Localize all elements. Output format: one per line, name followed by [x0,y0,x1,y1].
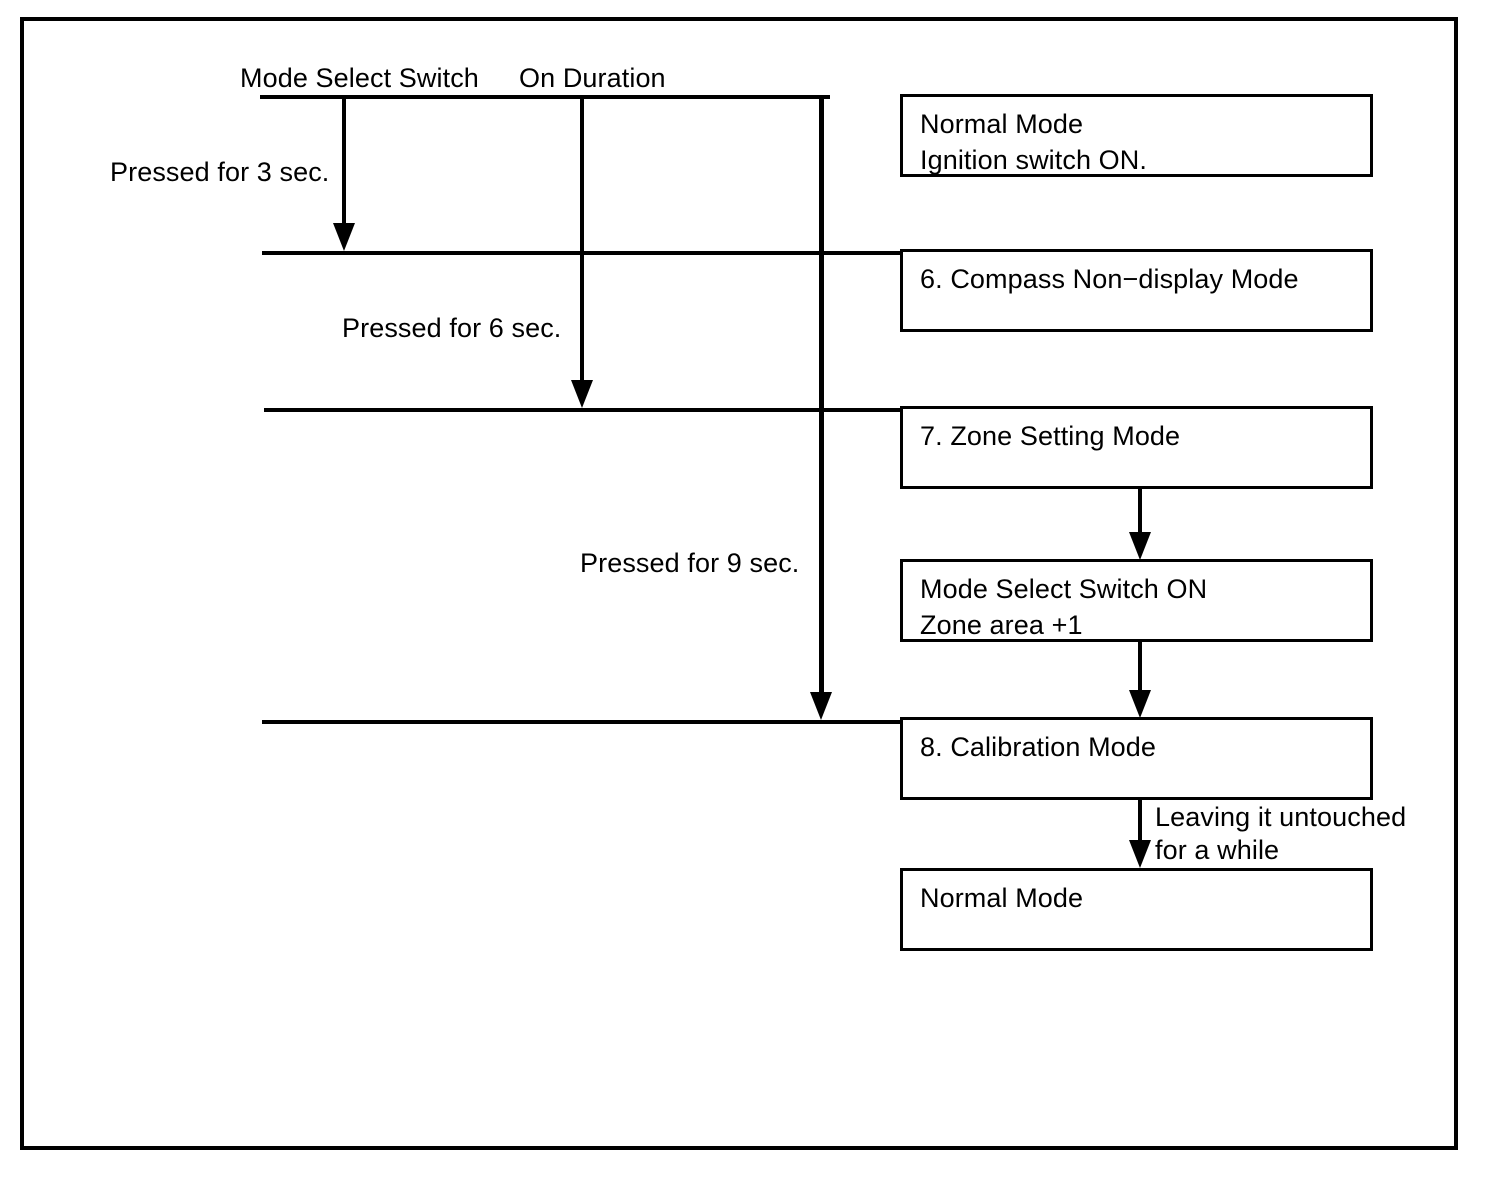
node-normal-mode-final-line1: Normal Mode [920,883,1084,913]
arrowhead-switch-to-calibration [1129,690,1151,718]
outer-frame [20,17,1458,1150]
node-normal-mode-ignition-line1: Normal Mode [920,109,1084,139]
arrowhead-3sec [333,223,355,251]
rail-6sec [264,408,900,412]
rail-top [260,95,830,99]
node-compass-non-display-mode-line1: 6. Compass Non−display Mode [920,264,1299,294]
annotation-leaving-untouched-line1: Leaving it untouched [1155,802,1407,832]
node-zone-setting-mode: 7. Zone Setting Mode [900,406,1373,489]
node-normal-mode-ignition: Normal Mode Ignition switch ON. [900,94,1373,177]
connector-zone-to-switch [1138,489,1142,534]
arrowhead-zone-to-switch [1129,532,1151,560]
node-normal-mode-ignition-line2: Ignition switch ON. [920,145,1147,175]
arrowhead-6sec [571,380,593,408]
node-calibration-mode: 8. Calibration Mode [900,717,1373,800]
connector-switch-to-calibration [1138,642,1142,692]
node-normal-mode-final: Normal Mode [900,868,1373,951]
node-mode-select-switch-on: Mode Select Switch ON Zone area +1 [900,559,1373,642]
node-zone-setting-mode-line1: 7. Zone Setting Mode [920,421,1181,451]
dropline-9sec [819,95,824,692]
label-on-duration: On Duration [519,63,666,93]
arrowhead-calibration-to-normal [1129,840,1151,868]
dropline-3sec [342,95,346,223]
connector-calibration-to-normal [1138,800,1142,842]
label-pressed-6-sec: Pressed for 6 sec. [342,313,562,343]
node-mode-select-switch-on-line2: Zone area +1 [920,610,1083,640]
node-compass-non-display-mode: 6. Compass Non−display Mode [900,249,1373,332]
annotation-leaving-untouched-line2: for a while [1155,835,1280,865]
node-mode-select-switch-on-line1: Mode Select Switch ON [920,574,1208,604]
label-pressed-3-sec: Pressed for 3 sec. [110,157,330,187]
arrowhead-9sec [810,692,832,720]
dropline-6sec [580,95,584,380]
node-calibration-mode-line1: 8. Calibration Mode [920,732,1157,762]
label-mode-select-switch: Mode Select Switch [240,63,479,93]
rail-9sec [262,720,900,724]
label-pressed-9-sec: Pressed for 9 sec. [580,548,800,578]
